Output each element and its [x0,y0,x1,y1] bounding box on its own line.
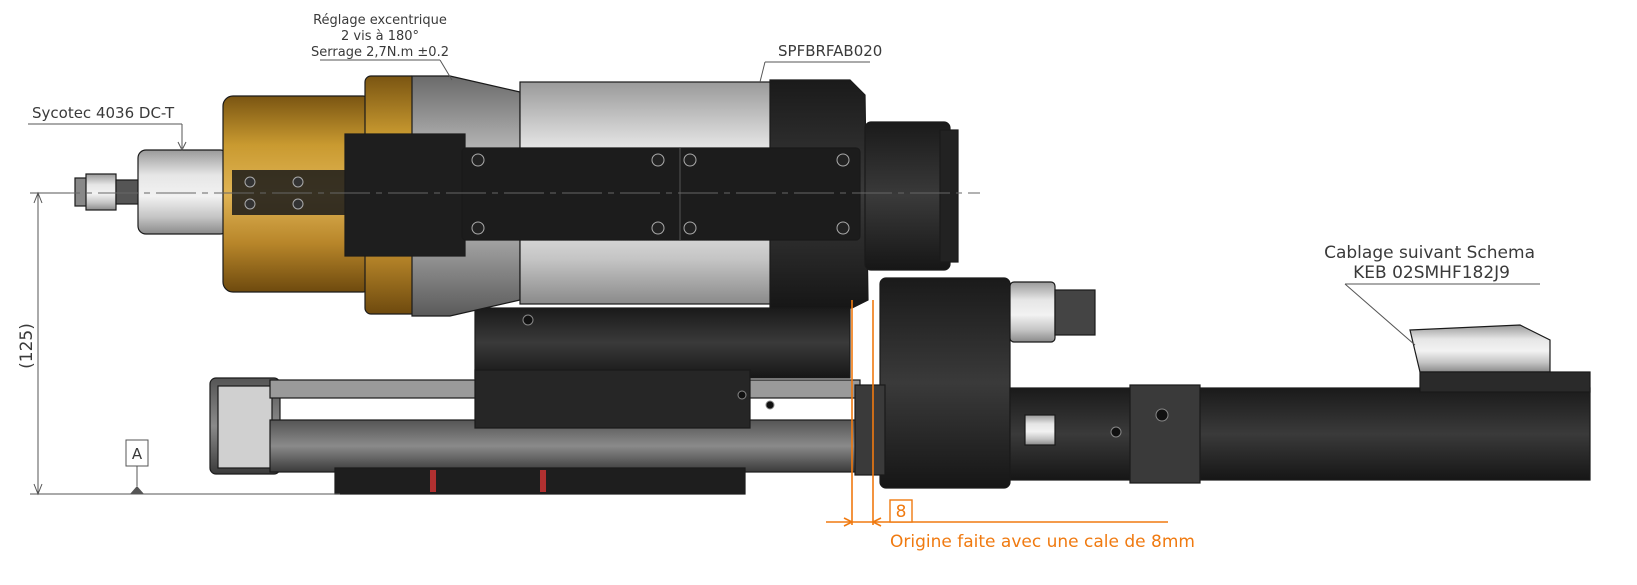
drive-actuator [854,277,1591,489]
reglage-line2: 2 vis à 180° [341,29,419,44]
annotation-spindle-ref: SPFBRFAB020 [759,42,882,83]
dimension-125-label: (125) [17,323,37,369]
annotation-reglage: Réglage excentrique 2 vis à 180° Serrage… [311,13,453,81]
spindle-ref-label: SPFBRFAB020 [778,42,882,60]
reglage-line1: Réglage excentrique [313,13,447,28]
origine-note: Origine faite avec une cale de 8mm [890,532,1195,552]
annotation-cablage: Cablage suivant Schema KEB 02SMHF182J9 [1324,243,1540,346]
annotation-sycotec: Sycotec 4036 DC-T [28,104,187,152]
carriage-block [474,307,851,429]
dimension-125: (125) [17,191,340,496]
cablage-line1: Cablage suivant Schema [1324,243,1535,263]
reglage-line3: Serrage 2,7N.m ±0.2 [311,45,449,60]
datum-a-label: A [132,445,143,463]
spindle-motor [74,75,959,317]
shim-value: 8 [896,502,907,522]
shim-dimension: 8 Origine faite avec une cale de 8mm [826,300,1195,552]
sycotec-label: Sycotec 4036 DC-T [32,104,175,122]
datum-a: A [125,439,149,494]
cablage-line2: KEB 02SMHF182J9 [1353,263,1510,283]
